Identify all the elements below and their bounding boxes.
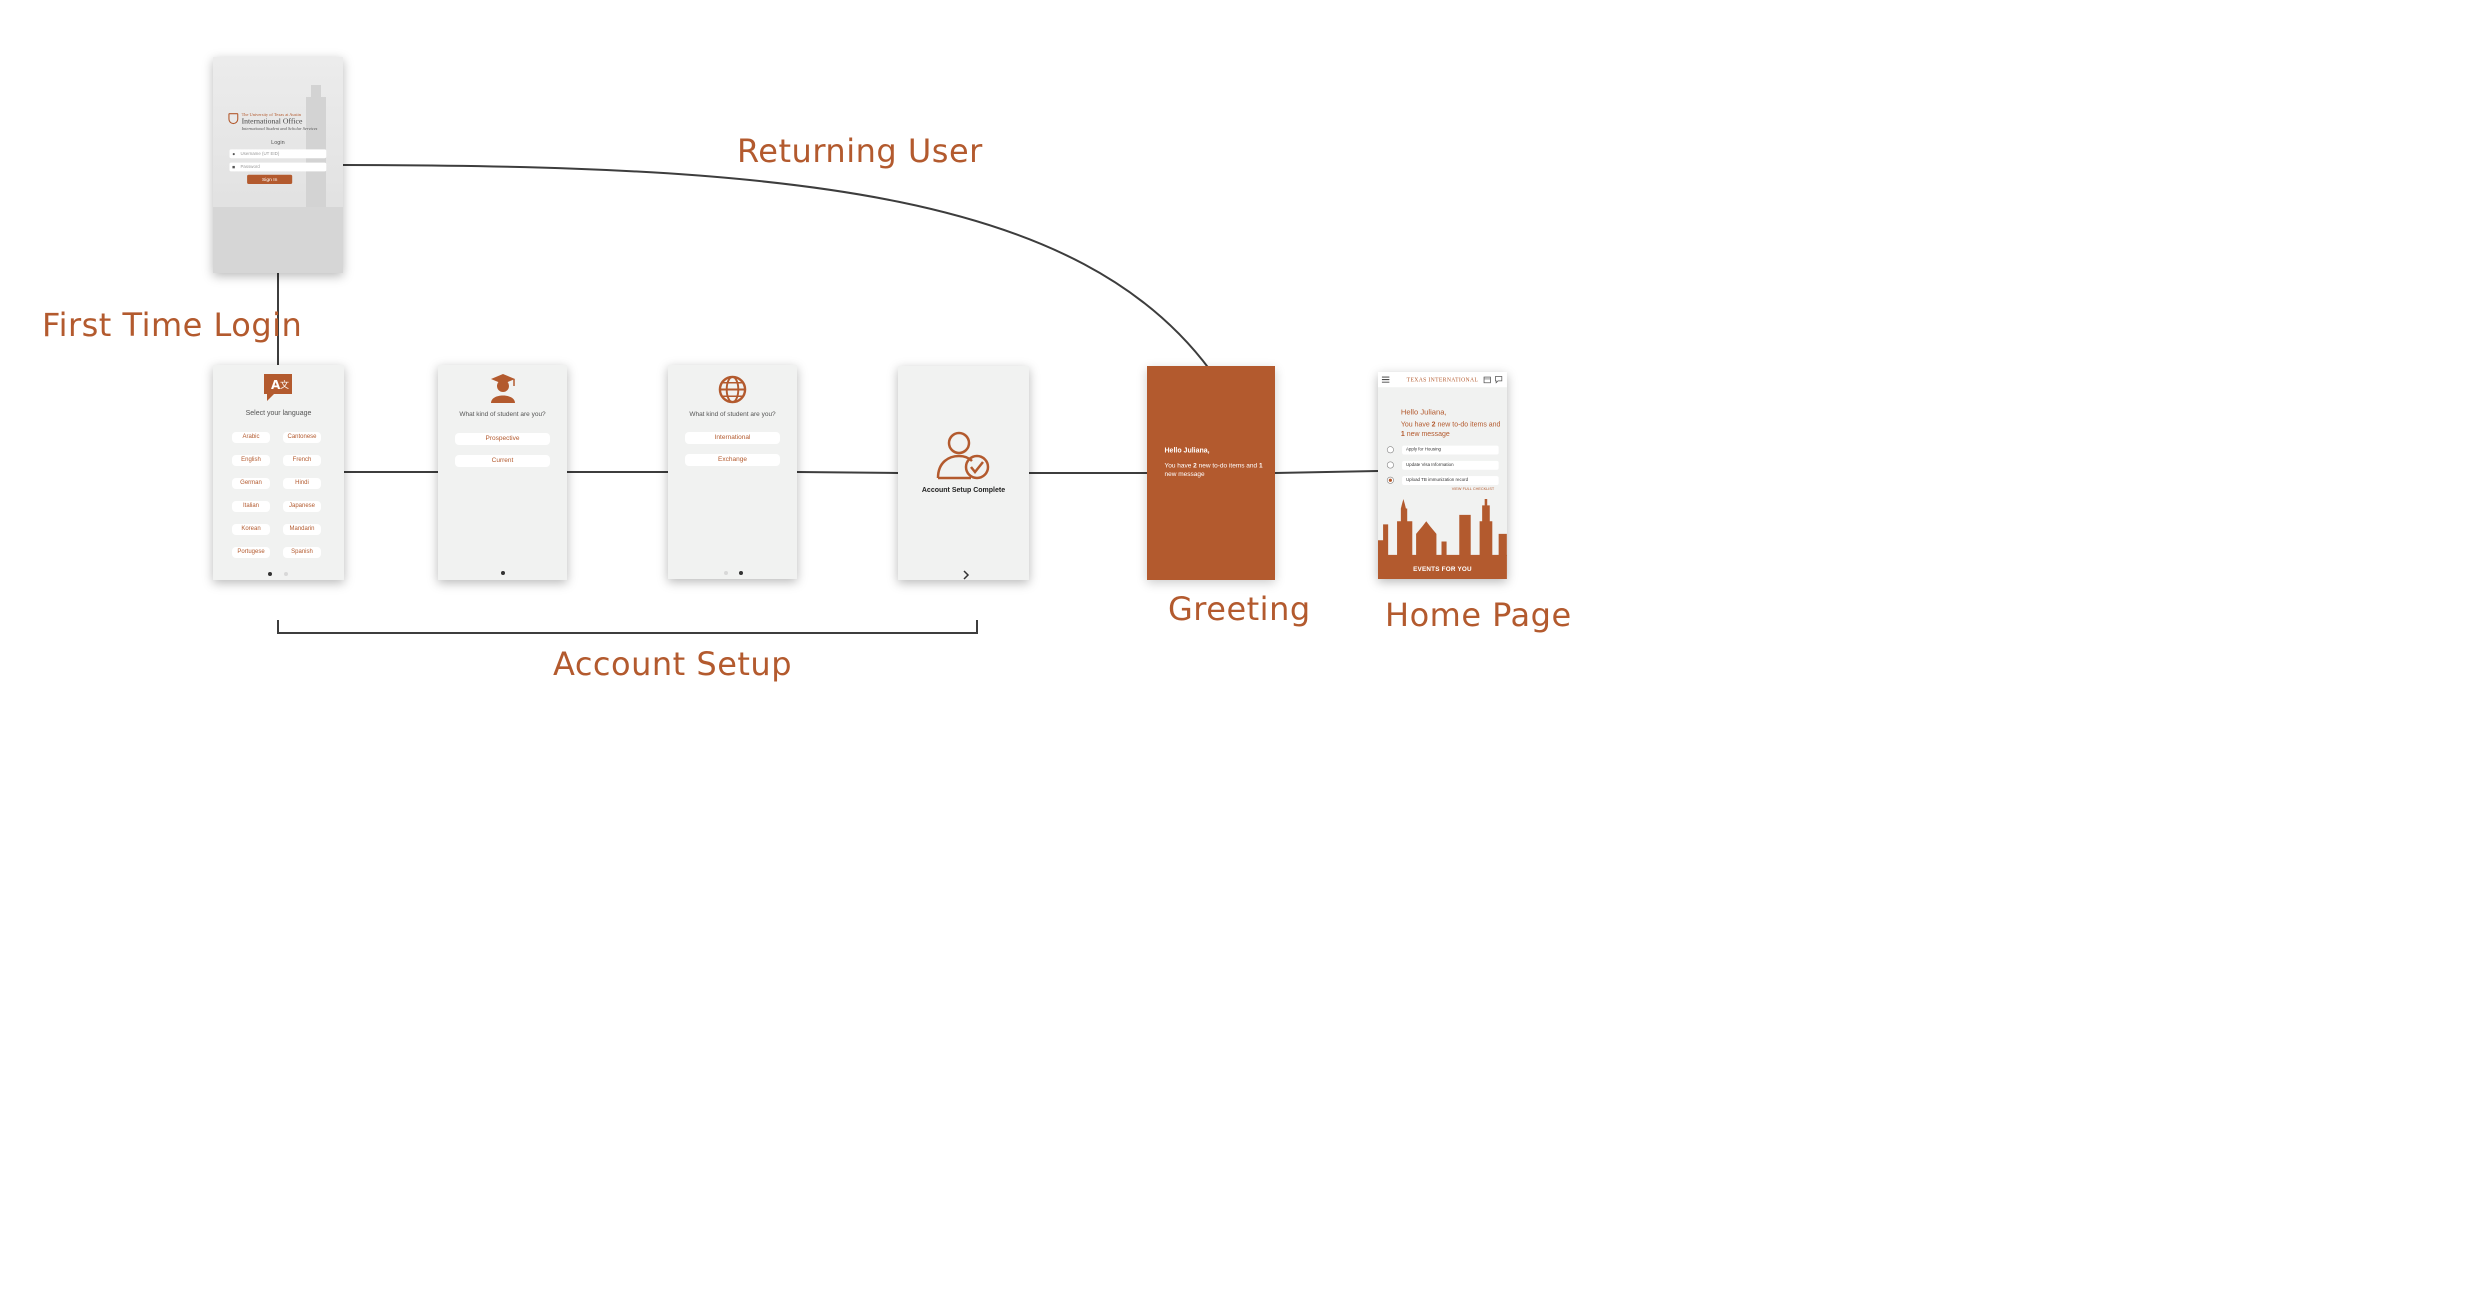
page-dot-active [739,571,743,575]
language-option[interactable]: Spanish [283,547,321,558]
translate-icon: A 文 [262,372,294,402]
student-kind-prompt: What kind of student are you? [668,411,797,418]
language-prompt: Select your language [213,410,344,417]
language-option[interactable]: Cantonese [283,432,321,443]
student-type-screen: What kind of student are you? Prospectiv… [438,365,567,580]
language-option[interactable]: Mandarin [283,524,321,535]
todo-checkbox[interactable] [1387,446,1394,453]
todo-item[interactable]: Upload TB immunization record [1402,476,1499,485]
home-screen: TEXAS INTERNATIONAL Hello Juliana, You h… [1378,372,1507,579]
user-check-icon [935,426,991,482]
account-setup-bracket [278,620,977,633]
sign-in-button[interactable]: Sign In [247,175,292,184]
brand-university: The University of Texas at Austin [242,112,301,117]
graduate-icon [487,373,519,403]
student-kind-option[interactable]: International [685,432,780,444]
password-field[interactable]: ■ Password [230,163,327,172]
language-option[interactable]: Portugese [232,547,270,558]
login-title: Login [213,140,343,146]
label-greeting: Greeting [1168,590,1311,628]
greeting-hello: Hello Juliana, [1165,446,1210,454]
brand-subtitle: International Student and Scholar Servic… [242,126,318,131]
svg-text:文: 文 [280,379,289,391]
view-checklist-link[interactable]: VIEW FULL CHECKLIST [1452,488,1494,492]
language-option[interactable]: French [283,455,321,466]
language-screen: A 文 Select your language Arabic Cantones… [213,365,344,580]
user-icon: ● [232,149,235,158]
setup-complete-screen: Account Setup Complete [898,366,1029,580]
language-option[interactable]: Hindi [283,478,321,489]
student-kind-screen: What kind of student are you? Internatio… [668,365,797,579]
greeting-screen: Hello Juliana, You have 2 new to-do item… [1147,366,1275,580]
greeting-to-home-connector [1275,471,1378,473]
student-type-prompt: What kind of student are you? [438,411,567,418]
todo-checkbox-checked[interactable] [1387,477,1394,484]
kind-to-complete-connector [797,472,898,473]
page-dot-active [501,571,505,575]
username-placeholder: Username (UT EID) [241,151,280,156]
language-option[interactable]: Korean [232,524,270,535]
label-returning-user: Returning User [737,132,983,170]
todo-item[interactable]: Update Visa Information [1402,461,1499,470]
student-type-option[interactable]: Current [455,455,550,467]
lock-icon: ■ [232,163,235,172]
username-field[interactable]: ● Username (UT EID) [230,149,327,158]
language-option[interactable]: English [232,455,270,466]
language-option[interactable]: Italian [232,501,270,512]
home-header: TEXAS INTERNATIONAL [1378,372,1507,387]
todo-checkbox[interactable] [1387,462,1394,469]
language-option[interactable]: Japanese [283,501,321,512]
home-hello: Hello Juliana, [1401,408,1447,417]
brand-office: International Office [242,118,303,127]
todo-item[interactable]: Apply for Housing [1402,446,1499,455]
home-message: You have 2 new to-do items and 1 new mes… [1401,420,1503,439]
austin-skyline [1378,496,1507,556]
message-icon[interactable] [1495,376,1503,384]
page-dot [284,572,288,576]
label-first-time-login: First Time Login [42,306,302,344]
calendar-icon[interactable] [1483,376,1491,384]
language-option[interactable]: Arabic [232,432,270,443]
greeting-message: You have 2 new to-do items and 1 new mes… [1165,461,1265,478]
student-type-option[interactable]: Prospective [455,433,550,445]
setup-complete-title: Account Setup Complete [898,487,1029,494]
label-account-setup: Account Setup [553,645,792,683]
chevron-right-icon[interactable] [962,570,970,580]
page-dot [724,571,728,575]
globe-icon [718,375,747,404]
events-bar[interactable]: EVENTS FOR YOU [1378,555,1507,579]
student-kind-option[interactable]: Exchange [685,454,780,466]
password-placeholder: Password [241,164,260,169]
login-screen: The University of Texas at Austin Intern… [213,57,343,273]
label-home-page: Home Page [1385,596,1572,634]
returning-user-connector [343,165,1210,370]
ut-seal-icon [228,113,238,124]
language-option[interactable]: German [232,478,270,489]
page-dot-active [268,572,272,576]
